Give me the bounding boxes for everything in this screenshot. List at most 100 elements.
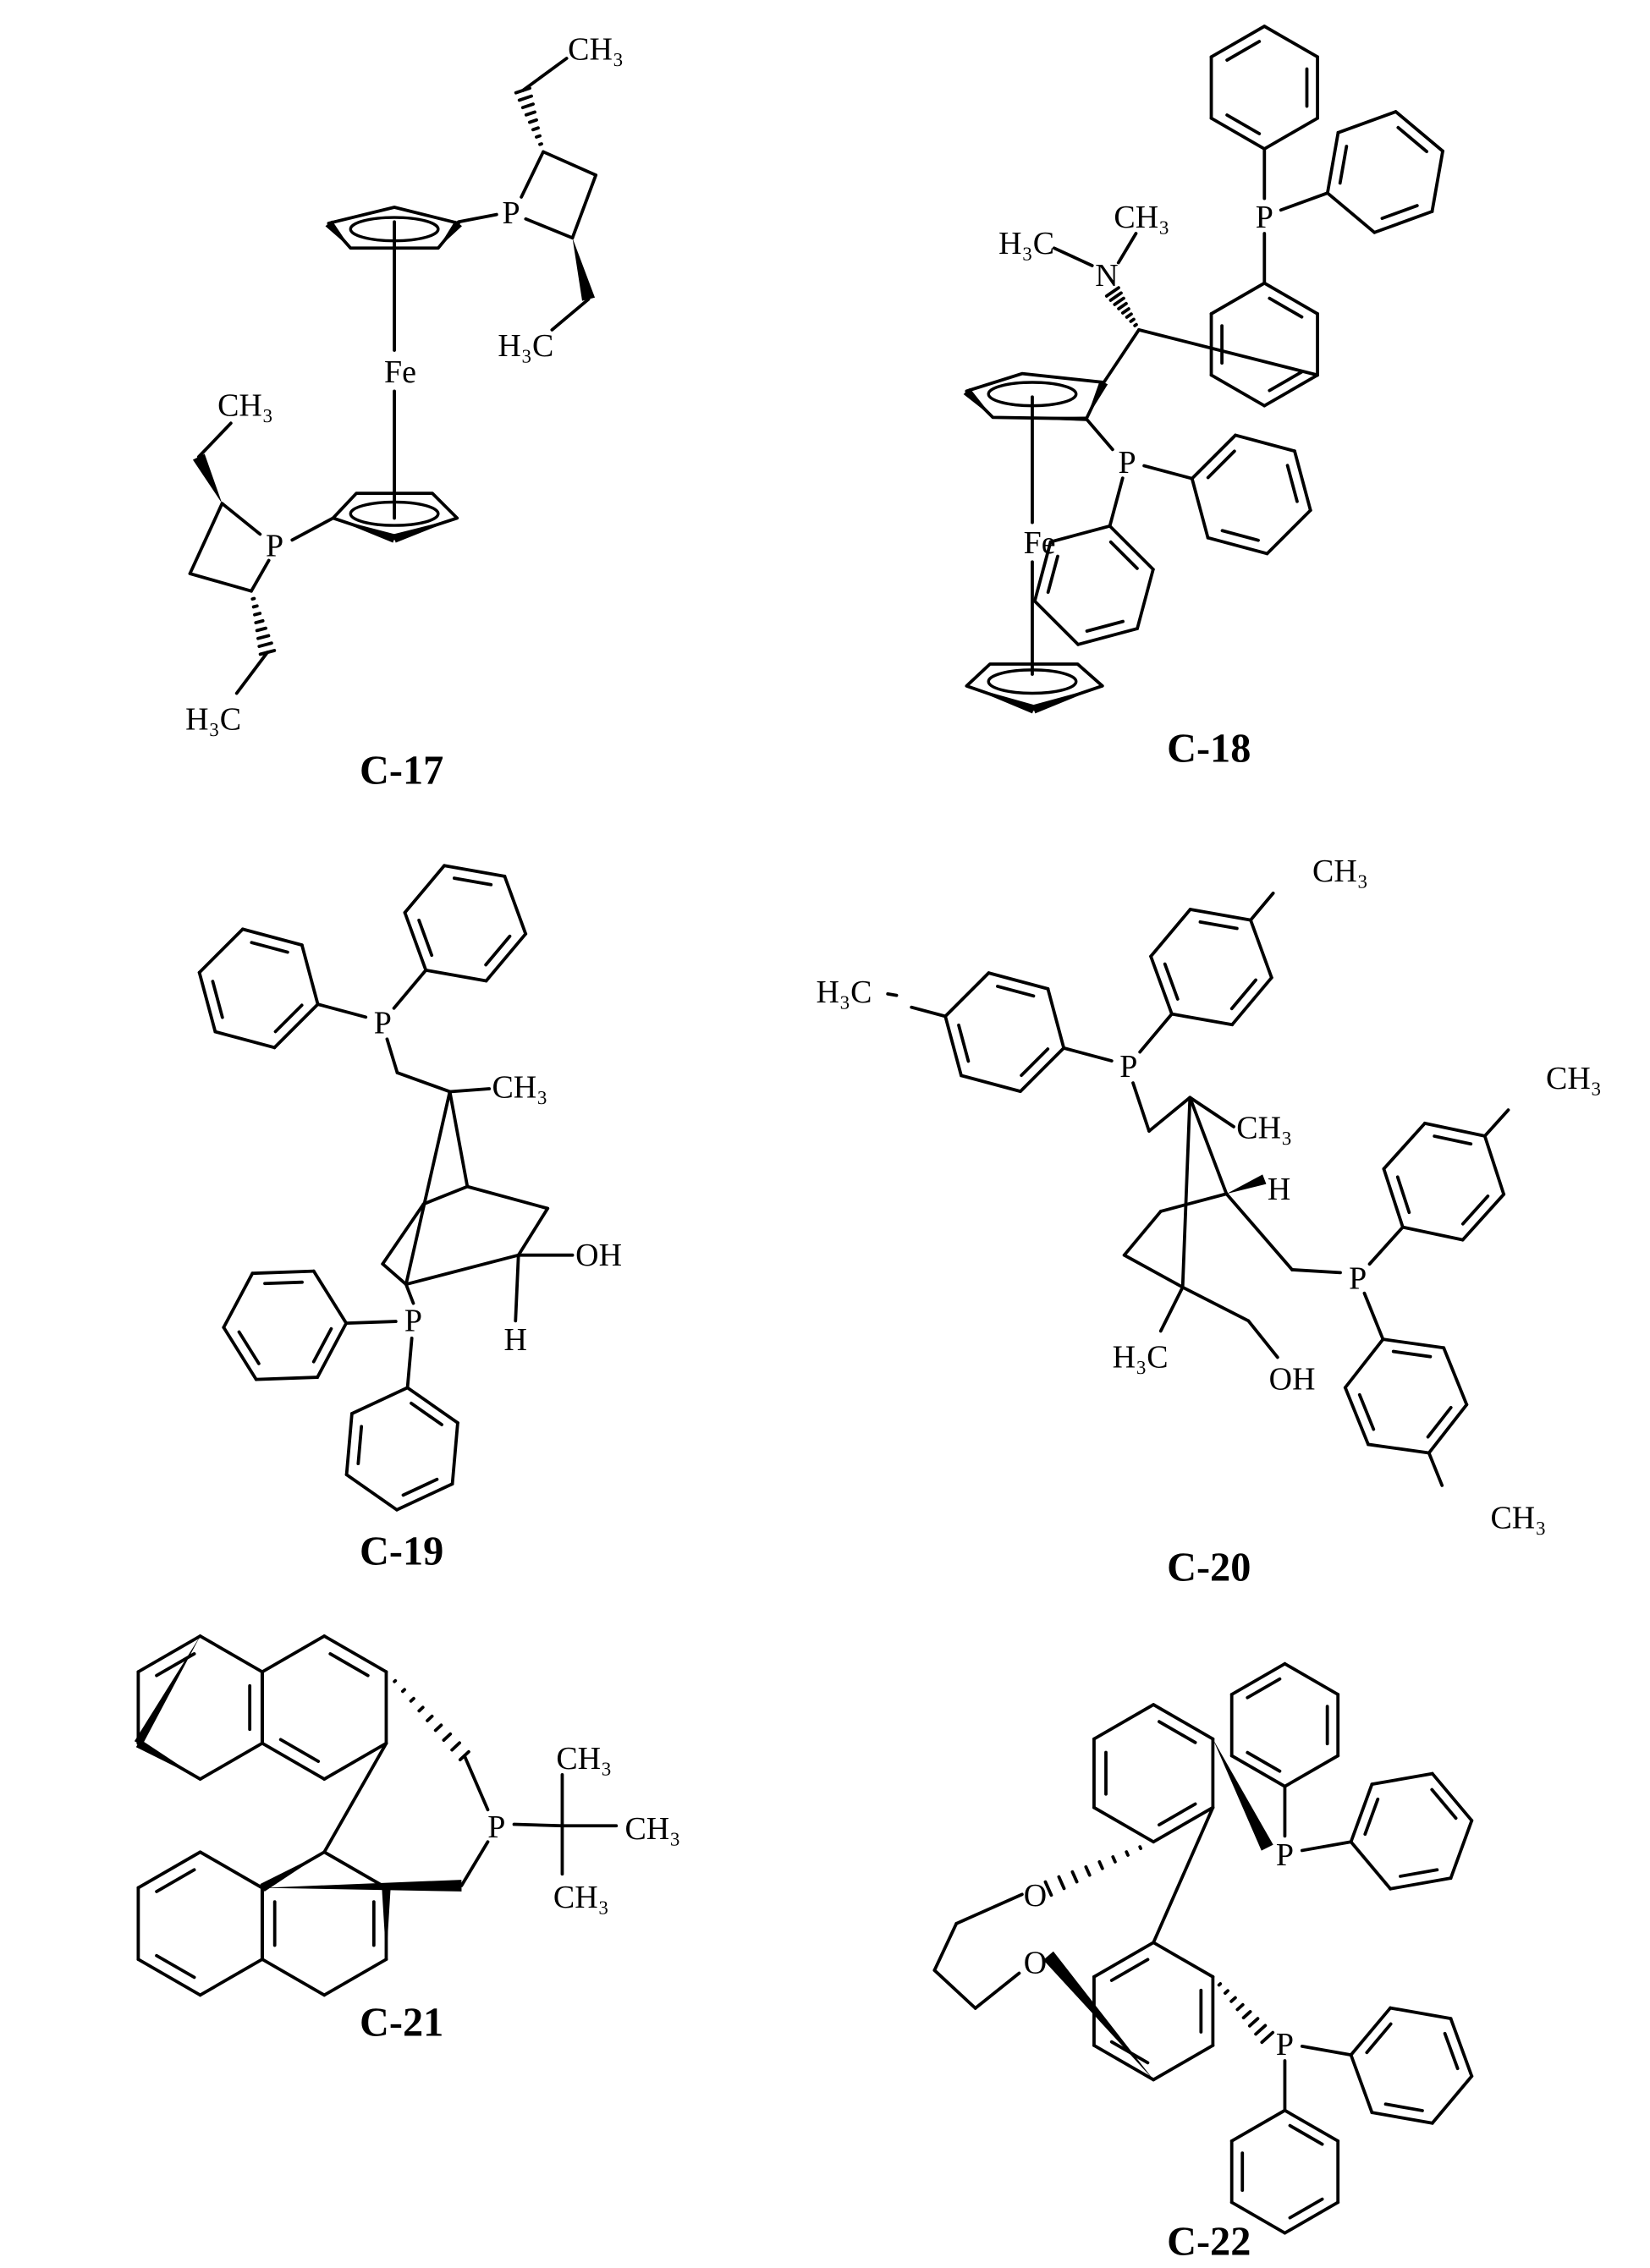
bond <box>1254 2024 1268 2036</box>
compound-c22: P O O P C-22 <box>932 1661 1474 2264</box>
bond <box>381 1202 426 1266</box>
bond <box>1220 529 1260 542</box>
bond <box>1249 918 1273 980</box>
bond <box>943 1014 963 1078</box>
compound-c18: P H₃C N CH₃ P Fe C-18 <box>963 25 1444 772</box>
bond <box>1349 2006 1393 2057</box>
c17-bonds <box>188 57 598 695</box>
atom-label: CH₃ <box>1491 1500 1547 1535</box>
bond <box>1152 1941 1215 1979</box>
bond <box>1336 110 1398 135</box>
bond <box>1085 619 1125 633</box>
bond <box>1229 1661 1287 1696</box>
bond <box>222 1271 255 1330</box>
bond <box>1138 1012 1174 1054</box>
bond <box>222 1326 258 1381</box>
bond <box>322 1958 388 1997</box>
bond <box>1380 204 1419 221</box>
wedge-bond <box>260 1852 325 1892</box>
bond <box>251 604 259 609</box>
bond <box>1325 130 1340 195</box>
wedge-bond <box>1213 1738 1273 1851</box>
bond <box>1125 1850 1130 1857</box>
bond <box>1426 1405 1453 1439</box>
bond <box>1113 296 1125 306</box>
bond <box>524 217 575 240</box>
bond <box>1338 145 1349 185</box>
bond <box>256 634 271 640</box>
bond <box>311 1326 333 1364</box>
aromatic-circle <box>349 500 440 527</box>
bond <box>322 1741 388 1854</box>
bond <box>465 1184 550 1211</box>
bond <box>442 1732 453 1742</box>
compound-label: C-18 <box>1167 727 1251 772</box>
atom-label: CH₃ <box>1312 854 1368 889</box>
bond <box>211 980 224 1019</box>
bond <box>1389 2006 1453 2021</box>
bond <box>1262 25 1319 59</box>
bond <box>1230 975 1273 1027</box>
bond <box>213 1030 277 1050</box>
bond <box>1370 2111 1434 2125</box>
atom-label: H₃C <box>1113 1340 1169 1376</box>
bond <box>1136 568 1155 630</box>
bond <box>1262 281 1319 316</box>
bond <box>1442 1346 1469 1407</box>
bond <box>1048 524 1112 544</box>
bond <box>272 1002 320 1050</box>
bond <box>237 1330 261 1365</box>
bond <box>1260 2030 1275 2045</box>
bond <box>1357 1392 1376 1431</box>
atom-label: P <box>1276 2027 1294 2062</box>
bond <box>1092 2044 1156 2082</box>
atom-label: OH <box>575 1238 622 1273</box>
bond <box>1449 2017 1474 2079</box>
bond <box>1052 246 1094 267</box>
bond <box>196 421 233 459</box>
bond <box>1372 210 1434 234</box>
bond <box>1217 1982 1223 1987</box>
bond <box>1247 2017 1260 2028</box>
bond <box>1190 476 1210 540</box>
bond <box>1241 2010 1252 2020</box>
bond <box>198 1958 264 1997</box>
bond <box>1137 328 1319 377</box>
bond <box>954 1892 1024 1925</box>
atom-label: P <box>487 1809 505 1845</box>
bond <box>433 1723 443 1733</box>
compound-c21: CH₃ P CH₃ CH₃ C-21 <box>134 1634 680 2046</box>
bond <box>448 1090 470 1189</box>
bond <box>1062 1046 1114 1063</box>
bond <box>220 502 262 536</box>
compound-c19: P CH₃ OH H P C-19 <box>197 864 622 1573</box>
bond <box>356 1425 364 1466</box>
c18-bonds <box>963 25 1444 714</box>
bond <box>250 596 256 601</box>
wedge-bond <box>134 1635 201 1746</box>
bond <box>405 1337 414 1390</box>
bond <box>1102 328 1141 384</box>
atom-label: P <box>404 1303 422 1338</box>
bond <box>1223 1989 1229 1996</box>
bond <box>1158 1802 1197 1827</box>
compound-label: C-21 <box>360 2001 443 2046</box>
atom-label: H₃C <box>185 702 241 738</box>
wedge-bond <box>966 685 1036 714</box>
bond <box>254 1376 320 1381</box>
bond <box>257 641 273 648</box>
bond <box>1019 1046 1066 1094</box>
bond <box>1158 1720 1197 1744</box>
bond <box>1265 508 1312 556</box>
bond <box>1084 417 1114 452</box>
atom-label: CH₃ <box>553 1880 609 1915</box>
atom-label: H₃C <box>998 226 1054 261</box>
bond <box>1142 464 1194 481</box>
bond <box>503 874 528 936</box>
c20-bonds <box>886 891 1510 1487</box>
bond <box>527 118 538 124</box>
atom-label: H₃C <box>816 975 872 1010</box>
bond <box>910 1005 948 1019</box>
bond <box>1229 1754 1287 1788</box>
bond <box>1283 1754 1340 1788</box>
